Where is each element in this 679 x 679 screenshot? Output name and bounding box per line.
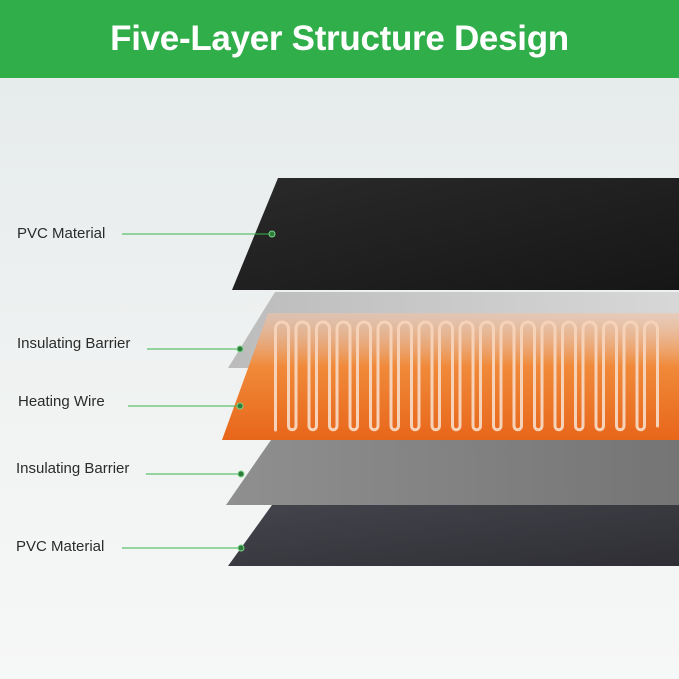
layer-pvc-bottom: [228, 505, 679, 566]
label-insulating-barrier-top: Insulating Barrier: [17, 335, 131, 352]
pointer-heating-wire: [128, 402, 244, 410]
label-heating-wire: Heating Wire: [18, 393, 105, 410]
title-banner: Five-Layer Structure Design: [0, 0, 679, 78]
pointer-insulating-barrier-top: [147, 345, 244, 353]
heating-wire-coil: [274, 320, 659, 432]
label-insulating-barrier-bottom: Insulating Barrier: [16, 460, 130, 477]
pointer-pvc-bottom: [122, 544, 245, 552]
page-title: Five-Layer Structure Design: [110, 19, 569, 58]
label-pvc-material-bottom: PVC Material: [16, 538, 105, 555]
pointer-insulating-barrier-bottom: [146, 470, 245, 478]
pointer-pvc-top: [122, 230, 276, 238]
layer-insulating-barrier-bottom: [226, 440, 679, 505]
layer-pvc-top: [232, 178, 679, 290]
label-pvc-material-top: PVC Material: [17, 225, 106, 242]
layer-heating-wire: [222, 313, 679, 440]
